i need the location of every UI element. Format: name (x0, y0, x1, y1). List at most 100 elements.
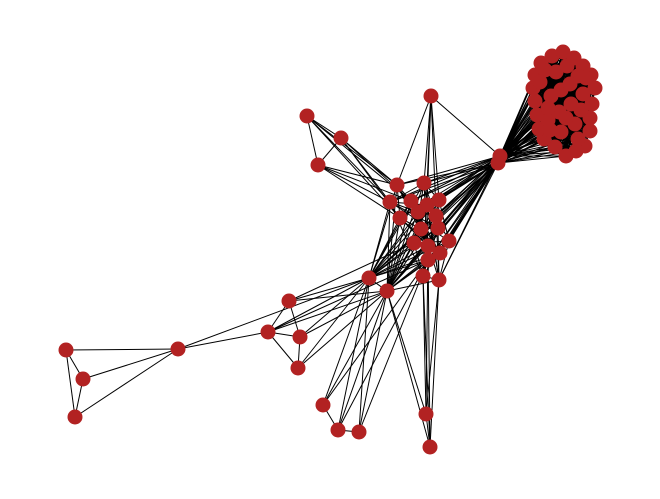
graph-node (330, 422, 346, 438)
graph-node (281, 293, 297, 309)
graph-node (389, 177, 405, 193)
graph-edge (177, 331, 269, 350)
graph-edge (386, 227, 439, 292)
graph-node (410, 204, 426, 220)
graph-node (428, 208, 444, 224)
graph-edge (423, 155, 501, 184)
graph-edge (368, 217, 401, 279)
graph-edge (430, 95, 501, 157)
graph-edge (337, 259, 429, 431)
graph-node (430, 220, 446, 236)
graph-node (406, 235, 422, 251)
graph-node (441, 233, 457, 249)
graph-node (170, 341, 186, 357)
graph-edge (386, 201, 391, 292)
graph-nodes (58, 44, 603, 455)
graph-node (420, 252, 436, 268)
graph-node (379, 283, 395, 299)
graph-node (573, 102, 589, 118)
graph-node (423, 88, 439, 104)
graph-node (351, 424, 367, 440)
graph-edge (299, 277, 370, 338)
graph-edge (267, 331, 299, 369)
graph-edge (288, 290, 388, 302)
graph-edge (358, 277, 370, 433)
graph-edge (65, 348, 179, 351)
graph-edge (177, 277, 370, 350)
graph-edge (65, 349, 76, 418)
graph-edge (322, 277, 370, 406)
graph-edge (297, 277, 370, 369)
graph-edge (427, 162, 499, 261)
graph-node (548, 64, 564, 80)
graph-node (543, 88, 559, 104)
graph-node (490, 155, 506, 171)
graph-node (431, 192, 447, 208)
graph-edge (288, 242, 415, 302)
graph-node (542, 122, 558, 138)
graph-edge (423, 95, 432, 184)
graph-node (382, 194, 398, 210)
graph-node (555, 44, 571, 60)
graph-node (547, 139, 563, 155)
graph-node (575, 86, 591, 102)
graph-edge (267, 259, 429, 333)
graph-node (299, 108, 315, 124)
graph-edge (297, 290, 388, 369)
graph-edge (368, 199, 440, 279)
graph-node (260, 324, 276, 340)
graph-edge (317, 164, 412, 202)
graph-edge (267, 290, 388, 333)
graph-edge (396, 95, 432, 186)
graph-edge (499, 117, 567, 157)
graph-node (570, 131, 586, 147)
graph-edge (306, 115, 319, 166)
graph-edge (497, 138, 579, 164)
graph-node (315, 397, 331, 413)
graph-edge (267, 277, 370, 333)
graph-edge (358, 259, 429, 433)
graph-edge (317, 164, 391, 203)
graph-edge (396, 162, 499, 186)
graph-edge (386, 290, 427, 415)
graph-edge (368, 259, 429, 279)
graph-edge (396, 155, 501, 186)
graph-edge (288, 277, 370, 302)
graph-node (532, 74, 548, 90)
graph-node (415, 268, 431, 284)
graph-edge (82, 348, 179, 380)
graph-node (527, 93, 543, 109)
graph-edge (386, 290, 431, 448)
graph-node (361, 270, 377, 286)
graph-node (392, 210, 408, 226)
graph-edge (337, 277, 370, 431)
graph-node (292, 329, 308, 345)
graph-node (75, 371, 91, 387)
graph-node (582, 123, 598, 139)
graph-node (418, 406, 434, 422)
graph-edge (74, 348, 179, 418)
graph-edge (386, 217, 401, 292)
graph-node (422, 439, 438, 455)
graph-edge (430, 95, 440, 201)
graph-edge (358, 290, 388, 433)
graph-edge (299, 290, 388, 338)
graph-edge (429, 279, 440, 448)
graph-node (67, 409, 83, 425)
graph-node (290, 360, 306, 376)
graph-node (413, 221, 429, 237)
graph-node (432, 245, 448, 261)
graph-edge (322, 259, 429, 406)
graph-node (403, 193, 419, 209)
graph-edge (368, 211, 419, 279)
graph-edge (306, 115, 398, 186)
graph-edges (65, 51, 596, 448)
graph-edge (386, 279, 440, 292)
graph-node (431, 272, 447, 288)
graph-node (584, 96, 600, 112)
graph-node (562, 76, 578, 92)
graph-edge (368, 201, 391, 279)
graph-node (333, 130, 349, 146)
graph-node (587, 80, 603, 96)
